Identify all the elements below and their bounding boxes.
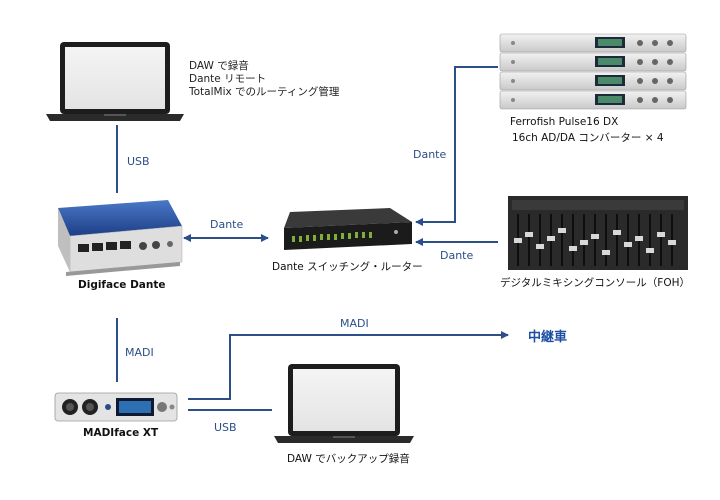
- madi-out-line: [188, 331, 509, 400]
- laptop-bottom: [274, 364, 414, 443]
- madiface-name: MADIface XT: [83, 427, 159, 439]
- laptop-top: [46, 42, 184, 121]
- digiface-dante-device: [58, 200, 183, 276]
- rack-unit-2: [499, 52, 687, 72]
- switch-name: Dante スイッチング・ルーター: [272, 261, 423, 273]
- madi-vertical-label: MADI: [125, 346, 154, 359]
- madiface-xt-device: [54, 392, 178, 422]
- ferrofish-name: Ferrofish Pulse16 DX: [510, 116, 619, 128]
- digiface-name: Digiface Dante: [78, 279, 166, 291]
- dante-console-label: Dante: [440, 249, 474, 262]
- dante-ferrofish-line: [415, 66, 498, 226]
- mixing-console-device: [508, 196, 688, 270]
- dante-switch-device: [284, 208, 412, 250]
- dante-digiface-switch-label: Dante: [210, 218, 244, 231]
- rack-unit-3: [499, 71, 687, 91]
- laptop-top-note-2: Dante リモート: [189, 73, 267, 85]
- laptop-bottom-label: DAW でバックアップ録音: [287, 453, 410, 465]
- rack-unit-1: [499, 33, 687, 53]
- ferrofish-rack: [499, 33, 687, 110]
- console-faders: [514, 214, 676, 266]
- laptop-top-note-1: DAW で録音: [189, 60, 249, 72]
- madi-out-label: MADI: [340, 317, 369, 330]
- dante-ferrofish-label: Dante: [413, 148, 447, 161]
- laptop-top-note-3: TotalMix でのルーティング管理: [189, 86, 340, 98]
- console-name: デジタルミキシングコンソール（FOH）: [500, 277, 690, 289]
- connection-lines: [116, 66, 509, 411]
- rack-unit-4: [499, 90, 687, 110]
- usb-bottom-label: USB: [214, 421, 237, 434]
- ferrofish-desc: 16ch AD/DA コンバーター × 4: [512, 132, 664, 144]
- destination-label: 中継車: [528, 330, 568, 345]
- usb-top-label: USB: [127, 155, 150, 168]
